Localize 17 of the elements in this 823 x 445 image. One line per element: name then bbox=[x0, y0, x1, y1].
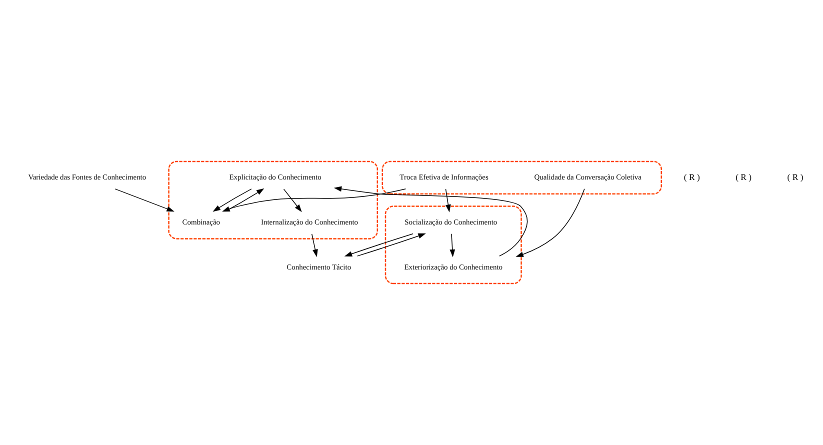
label: ( R ) bbox=[787, 172, 804, 182]
arrow bbox=[445, 188, 451, 212]
arrow bbox=[222, 188, 406, 212]
arrow bbox=[311, 234, 318, 258]
arrow bbox=[516, 188, 585, 257]
arrow bbox=[283, 188, 302, 212]
cluster bbox=[384, 206, 522, 284]
arrow bbox=[450, 234, 456, 258]
cluster bbox=[168, 160, 378, 240]
arrow bbox=[334, 186, 528, 256]
arrow bbox=[114, 188, 174, 212]
arrow bbox=[212, 188, 252, 212]
label: ( R ) bbox=[736, 172, 752, 182]
arrow bbox=[344, 233, 414, 256]
label: ( R ) bbox=[684, 172, 700, 182]
cluster bbox=[382, 160, 662, 194]
arrow bbox=[356, 233, 426, 256]
